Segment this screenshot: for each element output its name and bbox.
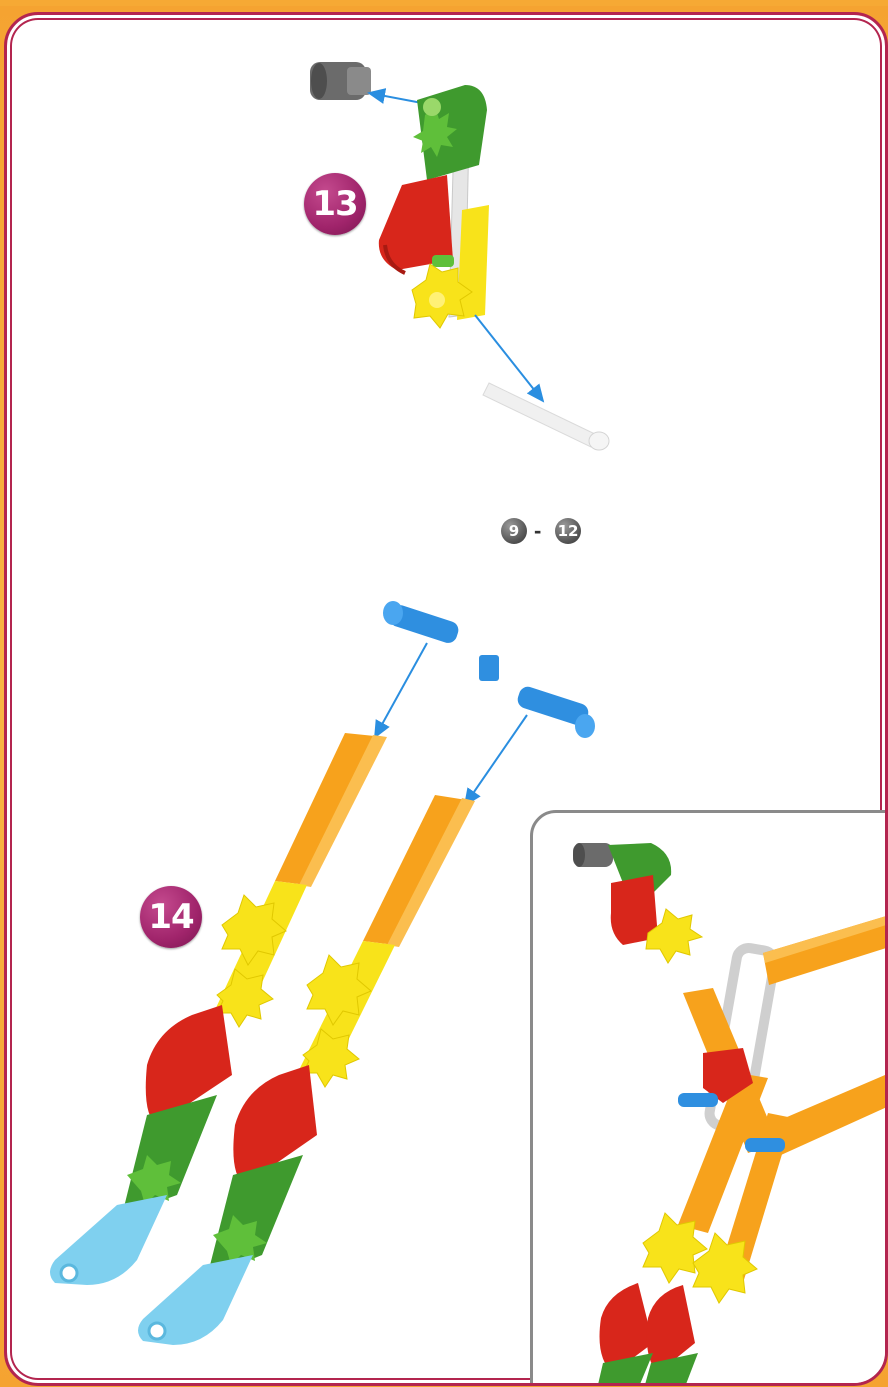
blue-spacer-piece <box>479 655 499 681</box>
assembly-arrow-icon <box>475 315 543 401</box>
preview-inset <box>530 810 888 1386</box>
assembly-arrow-icon <box>375 643 427 737</box>
white-rod-piece <box>483 383 609 450</box>
assembly-arrow-icon <box>465 715 527 805</box>
gray-cap-piece <box>310 62 371 100</box>
red-connector-piece <box>379 175 454 273</box>
green-connector-piece <box>413 85 487 180</box>
assembly-arrow-icon <box>369 93 422 103</box>
blue-pin-right <box>515 684 595 738</box>
blue-pin-left <box>383 601 461 645</box>
preview-illustration <box>533 813 888 1386</box>
step-13-assembly <box>310 62 609 450</box>
instruction-panel: 13 14 9 - 12 <box>4 12 888 1386</box>
